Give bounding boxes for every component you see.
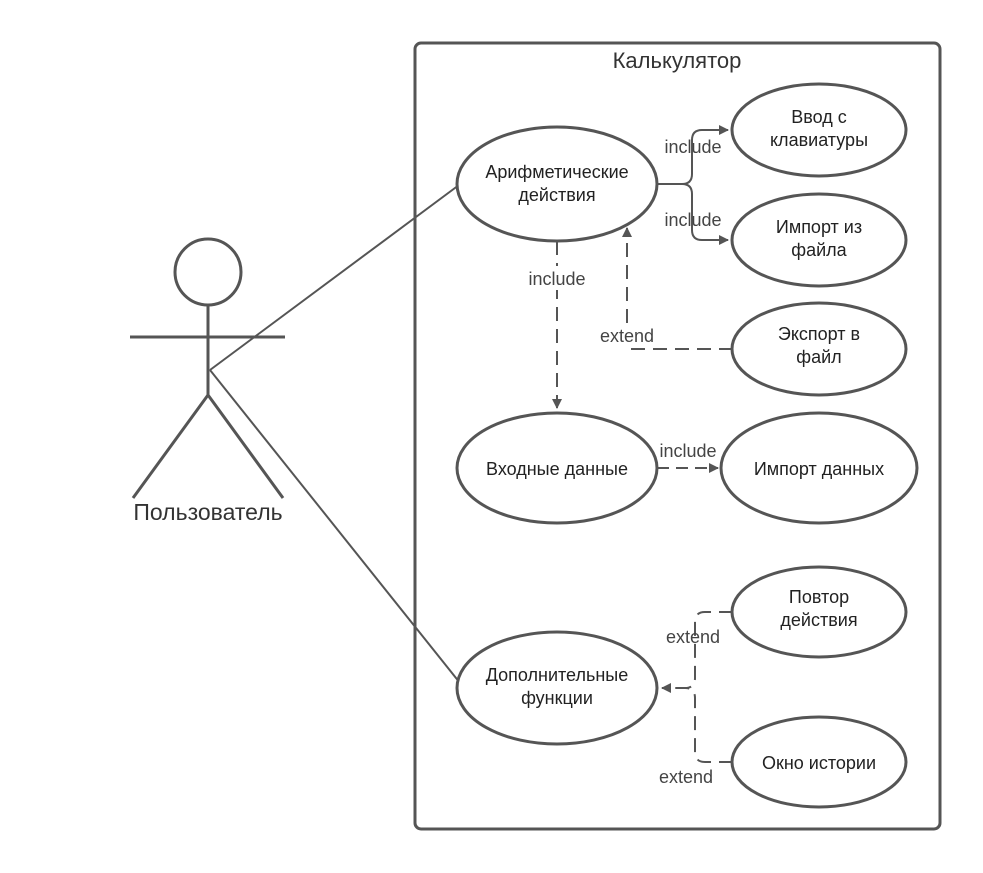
use-case-file-import	[730, 192, 908, 288]
extend-label-history: extend	[659, 767, 713, 787]
extend-export-arith	[622, 227, 733, 350]
include-arith-fileimport	[657, 183, 729, 245]
extend-label-export: extend	[600, 326, 654, 346]
use-case-extra-label-1: Дополнительные	[486, 665, 629, 685]
include-label-dataimport: include	[659, 441, 716, 461]
system-title: Калькулятор	[613, 48, 742, 73]
actor-head	[173, 237, 243, 307]
use-case-keyboard-label-1: Ввод с	[791, 107, 847, 127]
use-case-data-import-label: Импорт данных	[754, 459, 884, 479]
use-case-export-label-1: Экспорт в	[778, 324, 860, 344]
use-case-arith-label-1: Арифметические	[485, 162, 628, 182]
use-case-export-label-2: файл	[796, 347, 841, 367]
use-case-file-import-label-1: Импорт из	[776, 217, 862, 237]
use-case-extra-label-2: функции	[521, 688, 593, 708]
extend-label-repeat: extend	[666, 627, 720, 647]
use-case-keyboard-label-2: клавиатуры	[770, 130, 868, 150]
use-case-data-import	[719, 411, 919, 525]
extend-repeat-extra	[661, 611, 733, 693]
use-case-repeat	[730, 565, 908, 659]
include-label-fileimport: include	[664, 210, 721, 230]
use-case-arith	[455, 125, 659, 243]
use-case-export	[730, 301, 908, 397]
include-label-input: include	[528, 269, 585, 289]
use-case-extra	[455, 630, 659, 746]
use-case-repeat-label-1: Повтор	[789, 587, 849, 607]
extend-history-extra	[662, 687, 733, 763]
use-case-history-label: Окно истории	[762, 753, 876, 773]
include-label-bg	[520, 266, 590, 290]
use-case-repeat-label-2: действия	[780, 610, 857, 630]
use-case-input-label: Входные данные	[486, 459, 628, 479]
actor-right-leg	[206, 394, 285, 499]
actor-left-leg	[131, 394, 210, 499]
association-extra	[209, 369, 461, 684]
use-case-file-import-label-2: файла	[791, 240, 847, 260]
use-case-input	[455, 411, 659, 525]
extend-label-bg	[595, 323, 659, 347]
include-arith-keyboard	[657, 125, 729, 185]
system-boundary	[413, 41, 942, 831]
use-case-history	[730, 715, 908, 809]
actor-figure	[130, 237, 285, 499]
use-case-arith-label-2: действия	[518, 185, 595, 205]
include-label-keyboard: include	[664, 137, 721, 157]
actor-name: Пользователь	[133, 499, 282, 525]
use-case-keyboard	[730, 82, 908, 178]
association-arith	[209, 184, 460, 371]
